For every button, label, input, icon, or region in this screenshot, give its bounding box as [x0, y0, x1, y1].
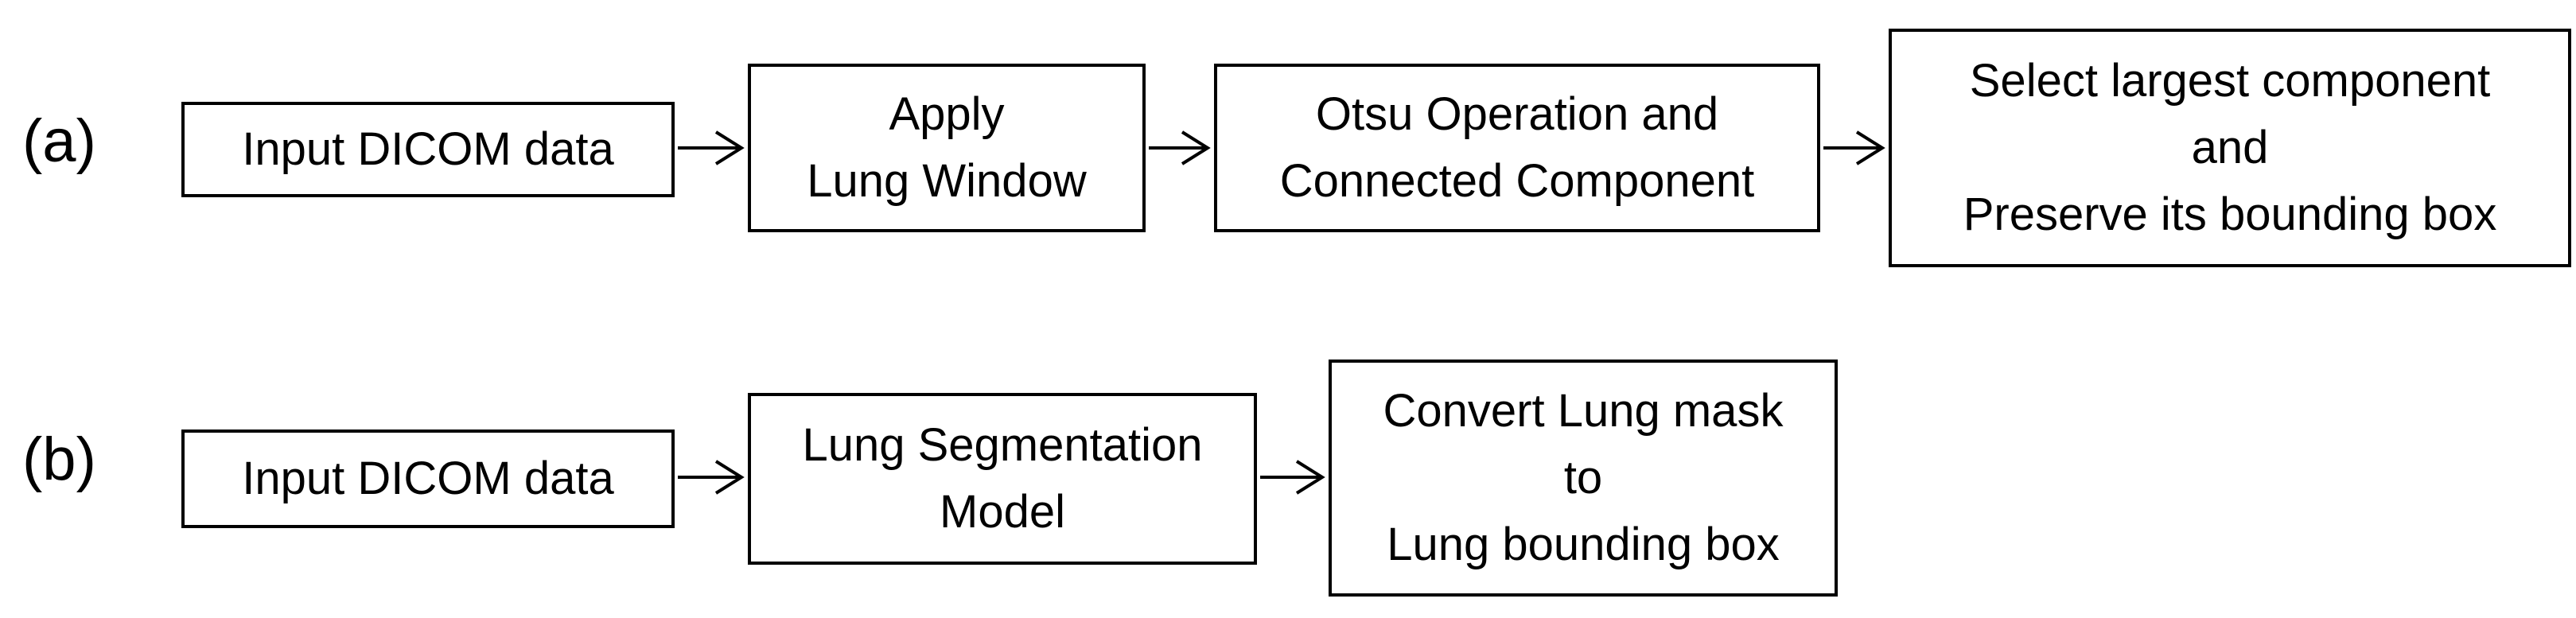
step-text: Preserve its bounding box [1963, 189, 2497, 241]
step-text: Input DICOM data [242, 452, 614, 504]
step-apply-lung-window: Apply Lung Window [748, 64, 1146, 232]
step-text: Apply [889, 87, 1005, 140]
row-a-label: (a) [22, 107, 96, 175]
step-text: Otsu Operation and [1315, 87, 1719, 140]
step-text: Model [940, 486, 1065, 538]
step-text: Lung Segmentation [802, 418, 1203, 471]
row-b-label: (b) [22, 426, 96, 493]
step-text: Lung bounding box [1387, 519, 1780, 571]
step-select-largest-component: Select largest component and Preserve it… [1889, 29, 2571, 267]
step-text: and [2191, 121, 2269, 173]
step-text: Select largest component [1969, 54, 2491, 107]
step-text: Lung Window [807, 155, 1087, 207]
step-text: Input DICOM data [242, 122, 614, 175]
arrow-right-icon [1149, 130, 1211, 165]
step-input-dicom-b: Input DICOM data [181, 429, 675, 528]
arrow-right-icon [678, 130, 745, 165]
step-text: to [1563, 451, 1603, 503]
step-otsu-connected-component: Otsu Operation and Connected Component [1214, 64, 1820, 232]
step-convert-lung-mask: Convert Lung mask to Lung bounding box [1329, 360, 1838, 597]
step-text: Connected Component [1279, 155, 1755, 207]
arrow-right-icon [678, 460, 745, 495]
step-input-dicom-a: Input DICOM data [181, 102, 675, 197]
step-text: Convert Lung mask [1383, 384, 1784, 437]
step-lung-segmentation-model: Lung Segmentation Model [748, 393, 1257, 565]
arrow-right-icon [1823, 130, 1885, 165]
arrow-right-icon [1260, 460, 1325, 495]
